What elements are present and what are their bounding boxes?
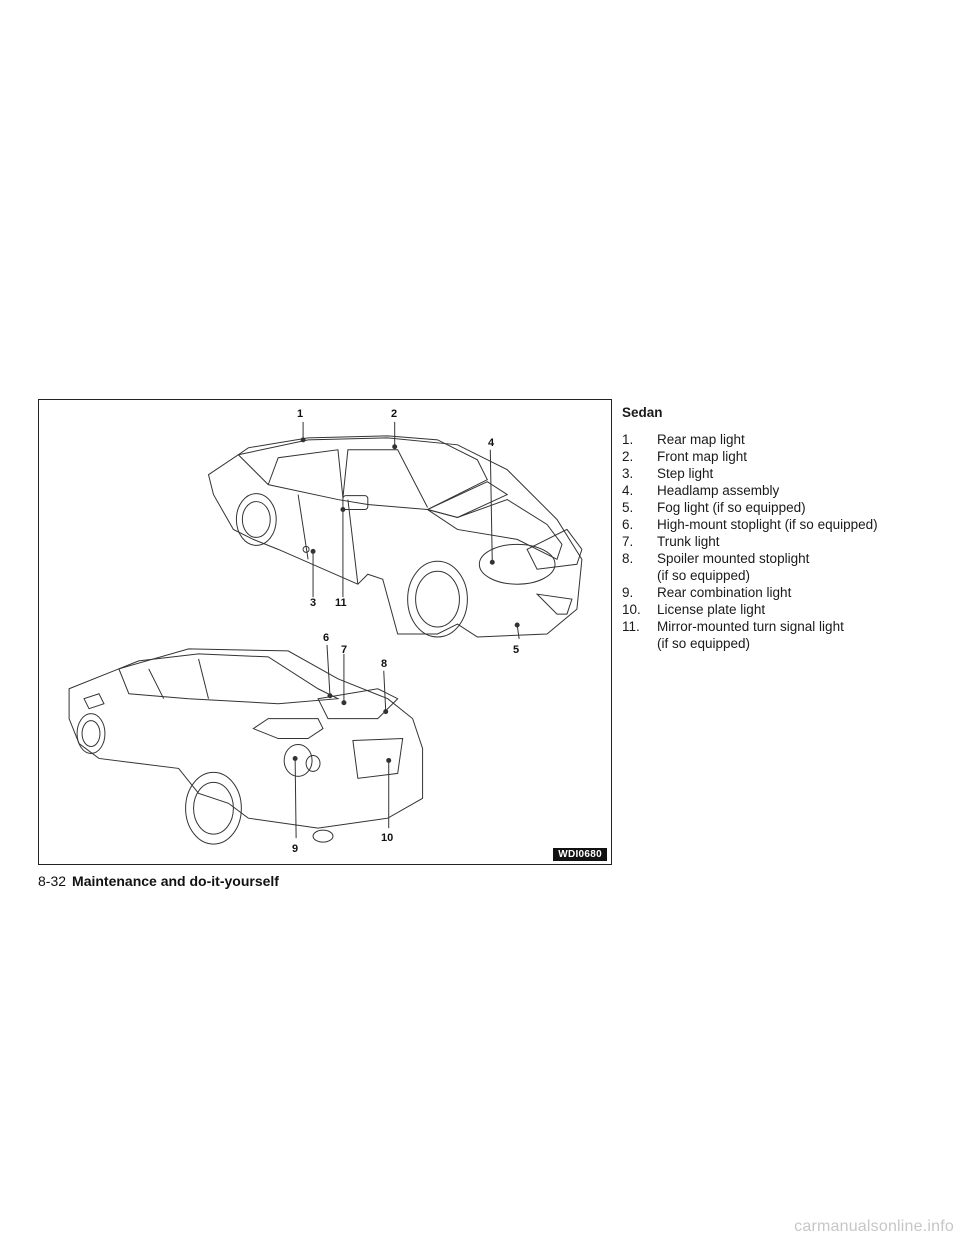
page-number: 8-32 (38, 873, 67, 889)
legend-item: 2.Front map light (622, 449, 748, 464)
sedan-illustration (68, 421, 583, 845)
legend-item: 6.High-mount stoplight (if so equipped) (622, 517, 878, 532)
sedan-lights-figure: 1 2 4 3 11 5 6 7 8 9 10 WDI0680 (38, 399, 612, 865)
legend-list: 1.Rear map light 2.Front map light 3.Ste… (622, 431, 942, 652)
callout-2: 2 (391, 408, 398, 420)
figure-code: WDI0680 (553, 848, 607, 861)
front-car-drawing (207, 421, 583, 640)
callout-1: 1 (297, 408, 304, 420)
legend-item: 11.Mirror-mounted turn signal light(if s… (622, 619, 844, 651)
callout-6: 6 (323, 632, 330, 644)
legend-item: 9.Rear combination light (622, 585, 792, 600)
legend-item: 4.Headlamp assembly (622, 483, 780, 498)
legend-item: 3.Step light (622, 466, 714, 481)
legend-item: 8.Spoiler mounted stoplight(if so equipp… (622, 551, 810, 583)
callout-7: 7 (341, 644, 348, 656)
callout-8: 8 (381, 658, 388, 670)
section-title: Maintenance and do-it-yourself (72, 873, 279, 889)
callout-10: 10 (381, 832, 394, 844)
legend-item: 10.License plate light (622, 602, 766, 617)
legend-item: 5.Fog light (if so equipped) (622, 500, 806, 515)
page-footer: 8-32 Maintenance and do-it-yourself (38, 873, 279, 889)
callout-9: 9 (292, 843, 299, 855)
watermark: carmanualsonline.info (794, 1218, 954, 1235)
legend-item: 1.Rear map light (622, 432, 745, 447)
rear-car-drawing (68, 644, 424, 845)
callout-3: 3 (310, 597, 317, 609)
callout-11: 11 (335, 597, 347, 609)
legend: Sedan 1.Rear map light 2.Front map light… (622, 404, 942, 652)
callout-5: 5 (513, 644, 520, 656)
legend-item: 7.Trunk light (622, 534, 720, 549)
legend-title: Sedan (622, 405, 663, 420)
callout-4: 4 (488, 437, 495, 449)
